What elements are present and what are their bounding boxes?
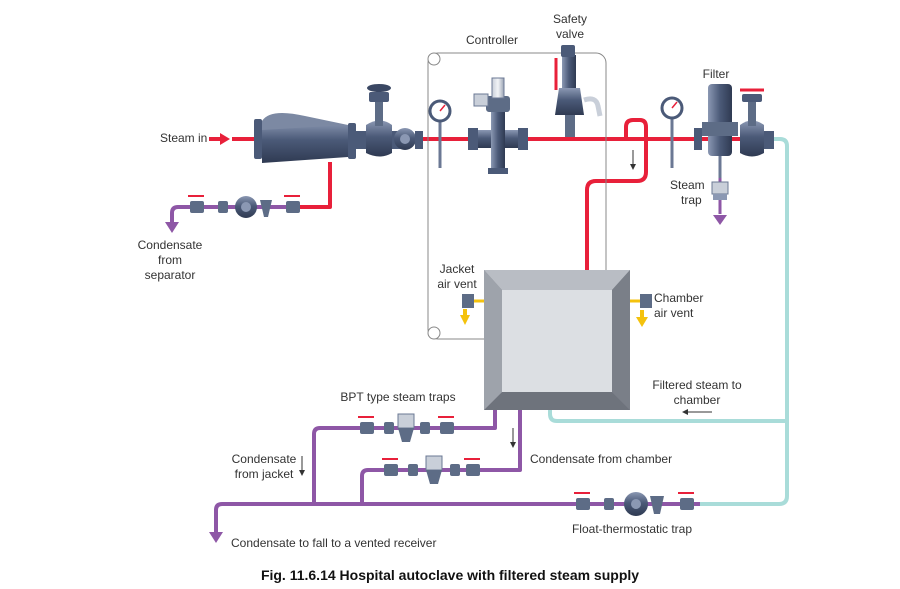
autoclave: [484, 270, 630, 410]
label-bpt-traps: BPT type steam traps: [340, 390, 455, 404]
flow-arrow-chamber: [510, 428, 516, 448]
receiver-main-line: [214, 502, 700, 532]
separator-condensate-line: [170, 205, 300, 222]
chamber-condensate-line: [360, 410, 522, 504]
jacket-air-vent: [460, 294, 484, 325]
label-vented-receiver: Condensate to fall to a vented receiver: [231, 536, 436, 550]
label-condensate-separator-3: separator: [145, 268, 196, 282]
control-valve: [468, 77, 528, 174]
separator-trap-set: [165, 195, 300, 233]
label-chamber-air-vent-1: Chamber: [654, 291, 703, 305]
label-condensate-separator-2: from: [158, 253, 182, 267]
ft-trap-set: [574, 492, 694, 516]
pressure-gauge-1: [428, 99, 452, 168]
autoclave-supply-line: [585, 118, 648, 270]
label-jacket-air-vent-2: air vent: [437, 277, 477, 291]
flow-arrow-filtered: [682, 409, 712, 415]
label-chamber-air-vent-2: air vent: [654, 306, 694, 320]
pressure-gauge-2: [660, 96, 684, 168]
label-safety-valve-2: valve: [556, 27, 584, 41]
separator: [254, 112, 356, 163]
label-controller: Controller: [466, 33, 518, 47]
steam-in-arrow: [209, 133, 230, 145]
label-condensate-separator-1: Condensate: [138, 238, 203, 252]
filter-valve: [740, 88, 774, 157]
filtered-steam-line: [700, 137, 789, 506]
bpt-trap-set-jacket: [358, 413, 454, 442]
label-filter: Filter: [703, 67, 730, 81]
controller-pulley-top: [427, 52, 441, 66]
label-condensate-chamber: Condensate from chamber: [530, 452, 672, 466]
bpt-trap-set-chamber: [382, 455, 480, 484]
flow-arrow-loop: [630, 150, 636, 170]
label-ft-trap: Float-thermostatic trap: [572, 522, 692, 536]
label-steam-in: Steam in: [160, 131, 207, 145]
label-steam-trap-1: Steam: [670, 178, 705, 192]
label-condensate-jacket-2: from jacket: [235, 467, 294, 481]
jacket-condensate-line: [312, 405, 497, 504]
label-filtered-steam-2: chamber: [674, 393, 721, 407]
separator-drain-red: [300, 162, 332, 209]
safety-valve: [554, 45, 603, 137]
controller-pulley-bottom: [427, 326, 441, 340]
autoclave-chamber: [502, 290, 612, 392]
receiver-arrow: [209, 532, 223, 543]
isolation-valve: [356, 84, 402, 157]
label-safety-valve-1: Safety: [553, 12, 587, 26]
label-filtered-steam-1: Filtered steam to: [652, 378, 742, 392]
label-condensate-jacket-1: Condensate: [232, 452, 297, 466]
filtered-chamber-branch: [548, 405, 787, 423]
label-steam-trap-2: trap: [681, 193, 702, 207]
flow-arrow-jacket: [299, 456, 305, 476]
strainer: [394, 128, 423, 150]
chamber-air-vent: [630, 294, 652, 327]
filter-steam-trap: [711, 178, 729, 225]
label-jacket-air-vent-1: Jacket: [440, 262, 475, 276]
condensate-pipes: [170, 205, 700, 532]
steam-filter: [694, 84, 738, 178]
filtered-steam-pipes: [548, 137, 789, 506]
figure-caption: Fig. 11.6.14 Hospital autoclave with fil…: [261, 567, 639, 583]
